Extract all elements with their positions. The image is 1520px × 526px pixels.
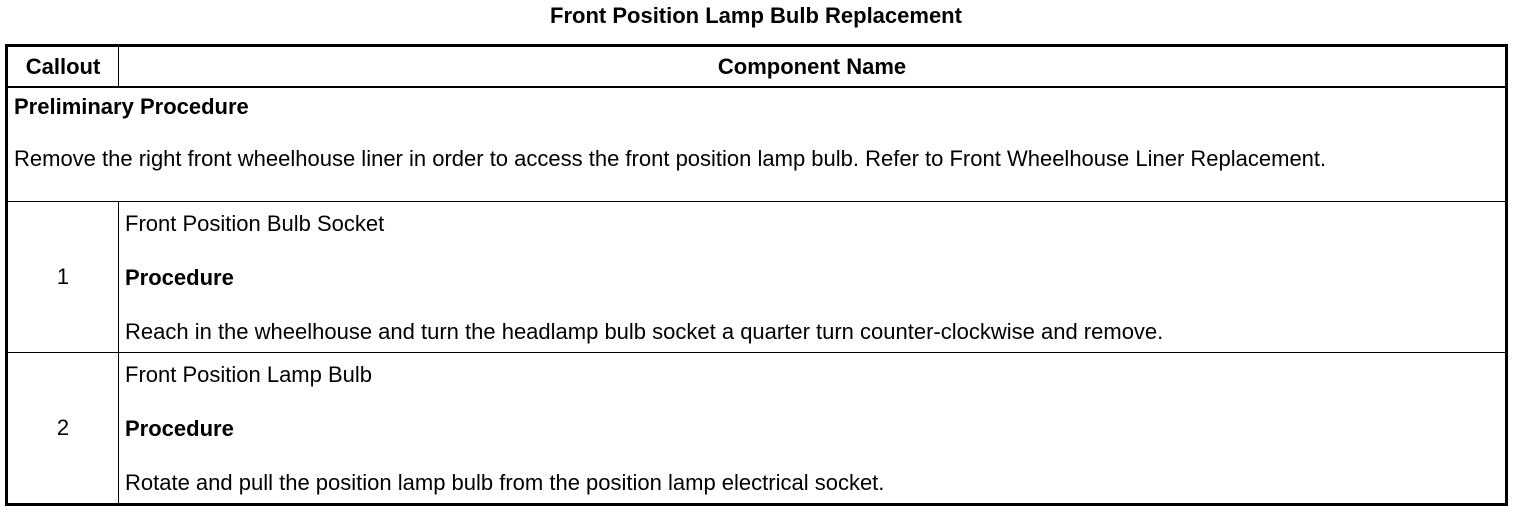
component-column-header: Component Name <box>118 45 1507 88</box>
preliminary-cell: Preliminary Procedure Remove the right f… <box>6 86 1507 202</box>
table-header-row: Callout Component Name <box>6 45 1507 88</box>
preliminary-heading: Preliminary Procedure <box>14 94 249 119</box>
procedure-table: Callout Component Name Preliminary Proce… <box>5 44 1508 506</box>
procedure-text: Rotate and pull the position lamp bulb f… <box>125 469 885 495</box>
preliminary-text: Remove the right front wheelhouse liner … <box>14 146 1327 171</box>
document-title: Front Position Lamp Bulb Replacement <box>550 3 962 28</box>
component-cell: Front Position Bulb Socket Procedure Rea… <box>118 200 1507 353</box>
table-row: 2 Front Position Lamp Bulb Procedure Rot… <box>6 351 1507 505</box>
preliminary-row: Preliminary Procedure Remove the right f… <box>6 86 1507 202</box>
table-row: 1 Front Position Bulb Socket Procedure R… <box>6 200 1507 353</box>
component-name: Front Position Bulb Socket <box>125 210 385 236</box>
procedure-heading: Procedure <box>125 415 234 441</box>
procedure-heading: Procedure <box>125 264 234 290</box>
callout-number: 2 <box>6 351 119 505</box>
procedure-text: Reach in the wheelhouse and turn the hea… <box>125 318 1164 344</box>
component-cell: Front Position Lamp Bulb Procedure Rotat… <box>118 351 1507 505</box>
component-name: Front Position Lamp Bulb <box>125 361 373 387</box>
callout-column-header: Callout <box>6 45 119 88</box>
callout-number: 1 <box>6 200 119 353</box>
